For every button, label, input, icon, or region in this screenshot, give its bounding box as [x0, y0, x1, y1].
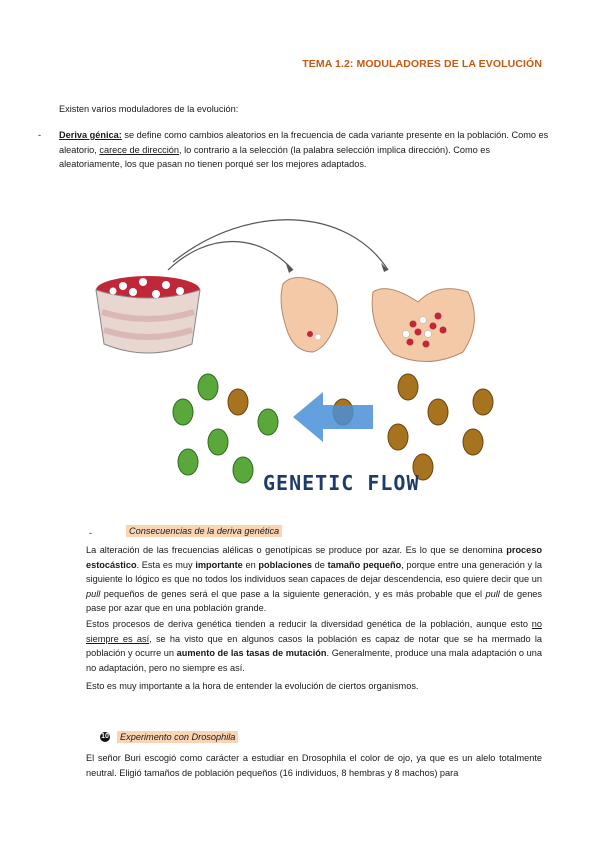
deriva-paragraph: Deriva génica: se define como cambios al…: [59, 128, 549, 172]
curved-arrow-1: [167, 241, 294, 271]
brown-beetles: [227, 373, 494, 481]
hand-few-beads: [280, 277, 338, 353]
bead-bowl: [95, 276, 201, 354]
experimento-heading: Experimento con Drosophila: [117, 731, 239, 743]
consecuencias-paragraph-2: Estos procesos de deriva genética tiende…: [86, 619, 542, 673]
curved-arrow-2: [172, 219, 389, 271]
green-beetles: [172, 373, 279, 484]
hands-many-beads: [371, 288, 475, 363]
genetic-flow-label: GENETIC FLOW: [263, 471, 420, 495]
bullet-dash-2: -: [89, 528, 93, 538]
arrow-head-2: [381, 263, 388, 272]
page-title: TEMA 1.2: MODULADORES DE LA EVOLUCIÓN: [302, 58, 542, 70]
numbered-bullet-icon: 10: [100, 732, 110, 742]
deriva-term: Deriva génica:: [59, 130, 122, 140]
consecuencias-paragraph-3: Esto es muy importante a la hora de ente…: [86, 681, 419, 691]
deriva-text-underlined: carece de dirección: [99, 144, 180, 155]
bullet-dash: -: [38, 130, 42, 140]
arrow-head-1: [286, 264, 293, 273]
deriva-text-3: , lo contrario a la selección (la palabr…: [59, 144, 491, 170]
consecuencias-heading: Consecuencias de la deriva genética: [126, 525, 283, 537]
consecuencias-paragraph-1: La alteración de las frecuencias alélica…: [86, 545, 543, 614]
flow-arrow: [293, 392, 373, 442]
genetic-flow-illustration: GENETIC FLOW: [95, 219, 494, 495]
intro-text: Existen varios moduladores de la evoluci…: [59, 104, 239, 114]
deriva-text-1: se define como cambios aleatorios en la …: [59, 130, 549, 155]
experimento-paragraph-1: El señor Buri escogió como carácter a es…: [86, 753, 542, 778]
